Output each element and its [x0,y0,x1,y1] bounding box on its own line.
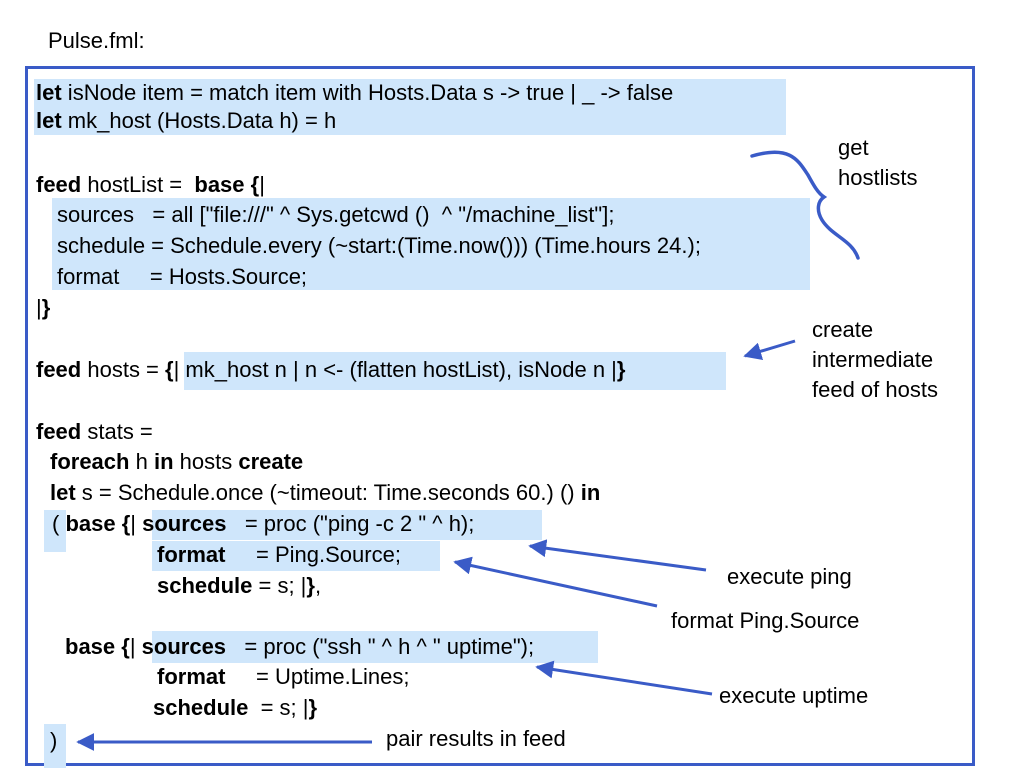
highlight-open-paren [44,510,66,552]
code-line-format: format = Hosts.Source; [57,264,308,289]
hostlist-brace [750,150,860,260]
highlight-hostlist-body [52,198,810,290]
annotation-pair-results: pair results in feed [386,726,566,751]
arrow-execute-ping [528,539,707,572]
code-line-uptime-schedule: schedule = s; |} [153,695,318,720]
highlight-hosts-feed [184,352,726,390]
highlight-let-lines [34,79,786,135]
code-line-uptime-format: format = Uptime.Lines; [157,664,410,689]
code-line-schedule: schedule = Schedule.every (~start:(Time.… [57,233,701,258]
code-line-let-s: let s = Schedule.once (~timeout: Time.se… [50,480,601,505]
annotation-create-feed: create intermediate feed of hosts [812,317,938,402]
code-line-foreach: foreach h in hosts create [50,449,304,474]
code-line-feed-hosts: feed hosts = {| mk_host n | n <- (flatte… [36,357,626,382]
code-line-sources: sources = all ["file:///" ^ Sys.getcwd (… [57,202,615,227]
arrow-execute-uptime [535,660,713,696]
annotation-get-hostlists: get hostlists [838,135,918,190]
code-line-ping-schedule: schedule = s; |}, [157,573,322,598]
highlight-ping-sources [152,510,542,540]
annotation-execute-ping: execute ping [727,564,852,589]
highlight-close-paren [44,724,66,768]
annotation-execute-uptime: execute uptime [719,683,869,708]
code-line-ping-format: format = Ping.Source; [157,542,401,567]
code-line-ssh-sources: base {| sources = proc ("ssh " ^ h ^ " u… [65,634,535,659]
code-frame [25,66,975,766]
arrow-create-feed [743,339,796,360]
code-line-ping-sources: ( base {| sources = proc ("ping -c 2 " ^… [52,511,475,536]
arrow-format-ping [453,556,658,608]
highlight-ssh-sources [152,631,598,663]
code-line-feed-hostlist: feed hostList = base {| [36,172,265,197]
highlight-ping-format [152,541,440,571]
annotation-format-ping: format Ping.Source [671,608,860,633]
code-line-close-hostlist: |} [36,295,51,320]
page-title: Pulse.fml: [48,28,145,53]
code-line-feed-stats: feed stats = [36,419,153,444]
code-line-isnode: let isNode item = match item with Hosts.… [36,80,674,105]
code-line-mk-host: let mk_host (Hosts.Data h) = h [36,108,337,133]
code-line-close-paren: ) [50,728,58,753]
